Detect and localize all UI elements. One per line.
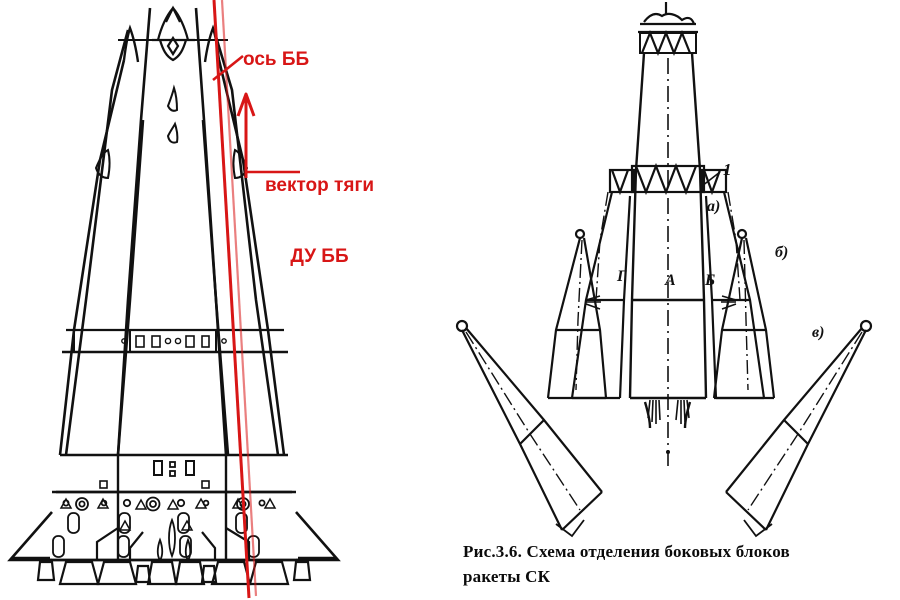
core-nose-detail xyxy=(152,5,195,62)
interstage-collar xyxy=(608,162,728,196)
core-stage-right xyxy=(628,52,708,400)
engine-nozzle-row xyxy=(36,560,312,586)
figure-caption-line1: Рис.3.6. Схема отделения боковых блоков xyxy=(463,542,790,561)
label-thrust-line2: ДУ ББ xyxy=(290,245,349,267)
stage-label-v: в) xyxy=(812,324,825,341)
separated-booster-lower-right xyxy=(725,319,873,538)
strap-on-block-G xyxy=(570,191,632,400)
thrust-vector-arrow xyxy=(236,92,300,178)
block-label-g: Г xyxy=(617,268,627,285)
mid-instrument-band xyxy=(62,328,288,354)
figure-caption-line2: ракеты СК xyxy=(463,566,551,586)
separating-booster-a-left xyxy=(546,228,608,400)
separated-booster-lower-left xyxy=(455,319,603,538)
figure-caption: Рис.3.6. Схема отделения боковых блоков … xyxy=(463,540,883,589)
booster-axis-line xyxy=(212,0,251,599)
right-separation-diagram xyxy=(455,2,873,538)
stabilizer-fins xyxy=(7,511,341,562)
core-engine-plume xyxy=(643,399,692,454)
strap-on-booster-left xyxy=(64,29,145,456)
separating-booster-b-right xyxy=(712,228,776,400)
left-rocket-drawing xyxy=(7,5,341,586)
label-thrust-line1: вектор тяги xyxy=(265,174,375,196)
engine-bay-section xyxy=(48,490,300,562)
strap-on-block-B xyxy=(704,191,766,400)
launch-escape-tower xyxy=(638,2,698,56)
label-thrust-vector: вектор тяги ДУ ББ xyxy=(265,126,374,292)
red-annotation-overlay xyxy=(212,0,300,599)
stage-label-a: а) xyxy=(707,198,721,215)
lower-body-section xyxy=(56,453,292,494)
axis-leader-line xyxy=(212,54,244,82)
stage-label-b: б) xyxy=(775,244,789,261)
callout-leader-1 xyxy=(701,171,721,187)
callout-label-1: 1 xyxy=(723,160,732,179)
label-booster-axis: ось ББ xyxy=(243,49,310,70)
booster-nose-cones xyxy=(122,24,221,63)
block-label-b: Б xyxy=(705,272,716,289)
booster-interstage-detail xyxy=(94,84,249,180)
strap-on-booster-right xyxy=(201,29,286,456)
block-label-a: А xyxy=(665,272,676,289)
